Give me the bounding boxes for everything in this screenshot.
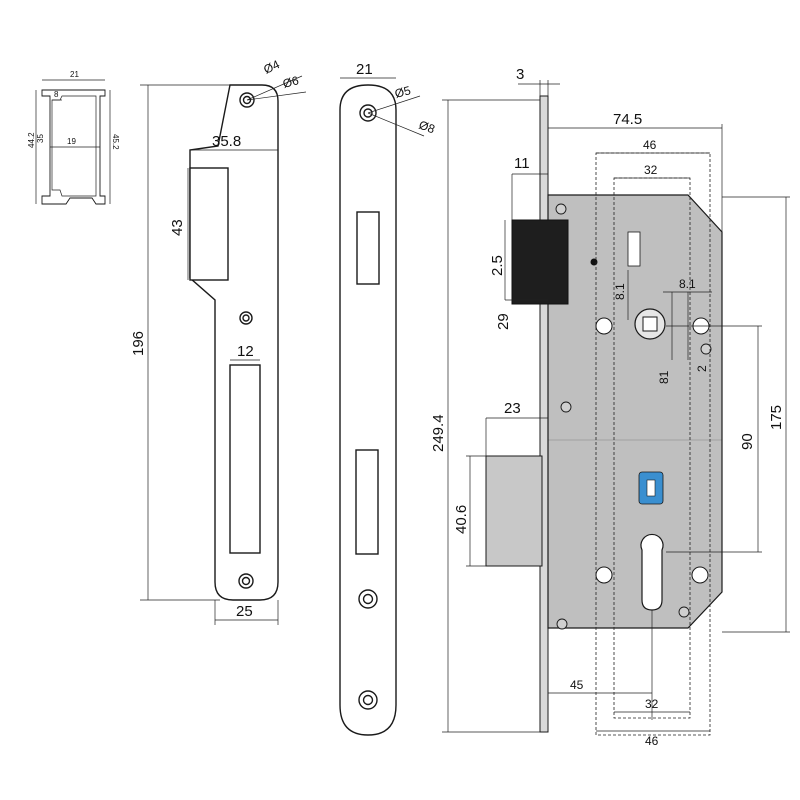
strike-screw-hole-mid-inner	[242, 314, 250, 322]
lock-fixing-hole-bottom-right	[691, 566, 709, 584]
strike-screw-hole-bottom-inner	[241, 576, 251, 586]
profile-inner	[51, 95, 97, 197]
dim-strike-43: 43	[169, 219, 186, 236]
dim-lock-23: 23	[504, 400, 521, 417]
strike-bolt-opening	[229, 364, 261, 554]
profile-outline	[41, 89, 106, 205]
dim-lock-8-1-right: 8.1	[679, 277, 696, 291]
strike-plate: Ø4 Ø6 35.8 43 12 196 25	[130, 57, 307, 625]
lock-blue-lever-slot	[646, 479, 656, 497]
dim-lock-249-4: 249.4	[430, 414, 447, 452]
dim-strike-25: 25	[236, 603, 253, 620]
leader-strike-d6	[246, 91, 307, 101]
dim-lock-2: 2	[695, 365, 709, 372]
dash-box-32	[613, 177, 691, 719]
lock-latch	[511, 219, 569, 305]
lock-lever-slot	[627, 231, 641, 267]
dim-lock-3: 3	[516, 66, 524, 83]
dim-lock-40-6: 40.6	[453, 505, 470, 534]
dim-lock-175: 175	[768, 405, 785, 430]
dim-faceplate-d8: Ø8	[417, 118, 437, 137]
strike-latch-opening	[189, 167, 229, 281]
lock-screw-mid	[560, 401, 572, 413]
dim-lock-81: 81	[657, 370, 671, 384]
faceplate: 21 Ø5 Ø8	[339, 61, 437, 736]
lock-screw-right	[700, 343, 712, 355]
dim-profile-45-2: 45.2	[111, 134, 120, 150]
lock-screw-bottom-right	[678, 606, 690, 618]
dim-strike-196: 196	[130, 331, 147, 356]
faceplate-screw-mid-inner	[362, 593, 374, 605]
leader-strike-d4	[246, 75, 303, 101]
dim-strike-35-8: 35.8	[212, 133, 241, 150]
profile-section: 21 8 44.2 35 19 45.2	[27, 70, 120, 205]
leader-faceplate-d5	[367, 95, 421, 114]
lock-screw-top	[555, 203, 567, 215]
dim-strike-d4: Ø4	[261, 57, 282, 77]
dim-profile-35: 35	[36, 134, 45, 143]
dim-lock-74-5: 74.5	[613, 111, 642, 128]
dim-lock-46-bottom: 46	[645, 734, 659, 748]
lock-cylinder-keyhole	[640, 533, 664, 611]
dim-lock-11: 11	[514, 155, 530, 172]
faceplate-bolt-slot	[355, 449, 379, 555]
lock-spindle-square	[642, 316, 658, 332]
lock-fixing-hole-left	[595, 317, 613, 335]
dim-lock-90: 90	[739, 433, 756, 450]
lock-rivet-dark	[590, 258, 598, 266]
dim-profile-21: 21	[70, 70, 79, 79]
dim-strike-d6: Ø6	[281, 73, 300, 91]
faceplate-outline	[339, 84, 397, 736]
dim-profile-19: 19	[67, 137, 76, 146]
lock-faceplate-edge	[539, 95, 549, 733]
lock-fixing-hole-bottom-left	[595, 566, 613, 584]
dim-profile-8: 8	[54, 90, 59, 99]
dim-strike-12: 12	[237, 343, 254, 360]
dim-lock-45: 45	[570, 678, 584, 692]
faceplate-latch-slot	[356, 211, 380, 285]
dim-lock-2-5: 2.5	[489, 255, 506, 276]
lock-screw-bottom	[556, 618, 568, 630]
dim-profile-44-2: 44.2	[27, 132, 36, 148]
dim-lock-46-top: 46	[643, 138, 657, 152]
dash-box-46	[595, 152, 711, 736]
dim-lock-32-top: 32	[644, 163, 658, 177]
dim-lock-8-1-left: 8.1	[613, 283, 627, 300]
leader-faceplate-d8	[367, 112, 425, 137]
lock-body: 3 74.5 46 32 11 2.5 29 8.1 8.1 81 2	[430, 66, 790, 748]
dim-faceplate-d5: Ø5	[393, 83, 412, 101]
dim-lock-32-bottom: 32	[645, 697, 659, 711]
faceplate-screw-bottom-inner	[362, 694, 374, 706]
lock-case	[547, 194, 723, 629]
lock-dead-bolt	[485, 455, 543, 567]
dim-lock-29: 29	[495, 313, 512, 330]
dim-faceplate-21: 21	[356, 61, 373, 78]
